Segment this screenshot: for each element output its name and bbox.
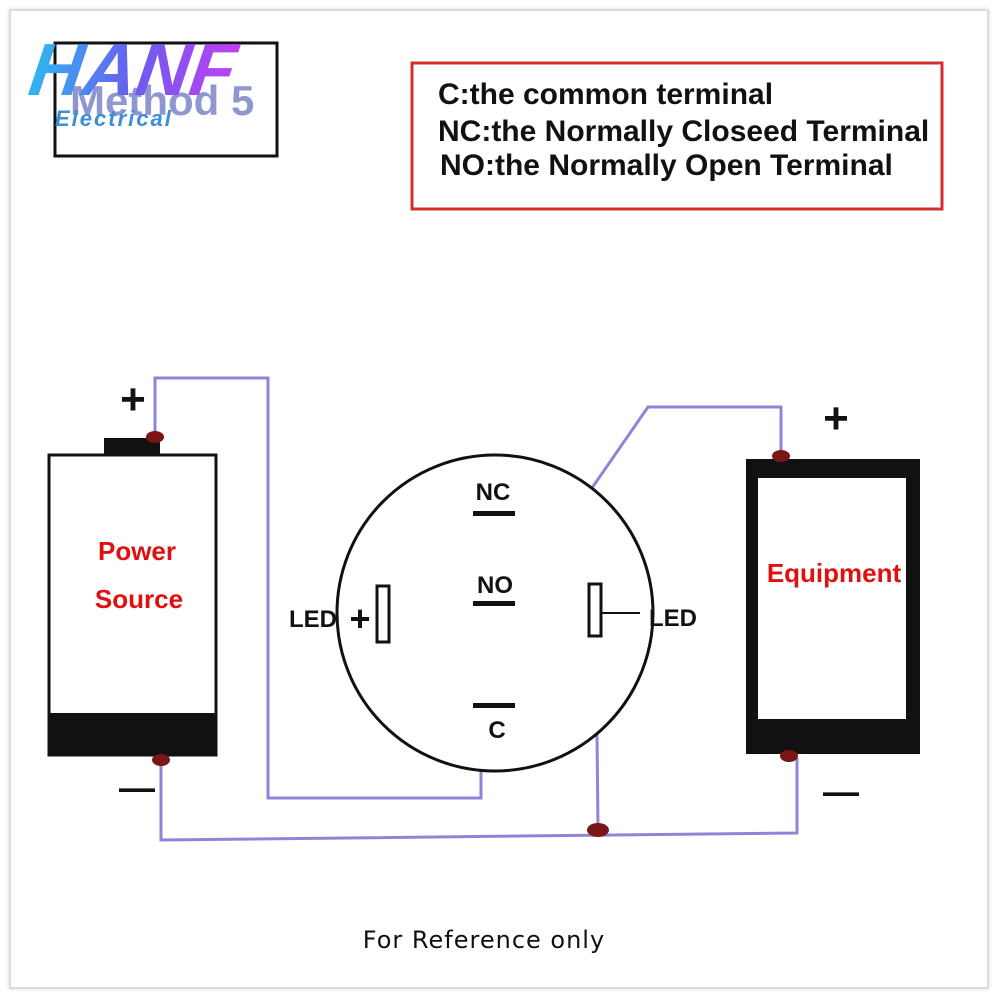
footer-note: For Reference only <box>363 926 605 954</box>
ground-junction-dot <box>587 823 609 837</box>
power-minus-symbol: — <box>119 767 155 808</box>
c-terminal <box>473 703 515 708</box>
led-right-label: LED <box>649 605 697 632</box>
equipment-plus-symbol: + <box>823 394 849 443</box>
power-source-label-line1: Power <box>98 536 176 566</box>
power-plus-symbol: + <box>120 375 146 424</box>
wire-negative-return <box>159 758 799 842</box>
legend-line-no: NO:the Normally Open Terminal <box>440 149 893 182</box>
c-label: C <box>488 717 505 744</box>
method-label: Method 5 <box>70 77 254 124</box>
led-plus-symbol: + <box>349 598 370 639</box>
legend-line-c: C:the common terminal <box>438 78 773 111</box>
legend-box <box>410 61 944 211</box>
equipment-plus-dot <box>772 450 790 462</box>
power-source-label-line2: Source <box>95 584 183 614</box>
equipment-box <box>746 459 920 754</box>
wire-power-plus-to-c <box>153 376 483 800</box>
brand-logo-subtext: Electrical <box>55 106 173 131</box>
method-box <box>53 41 279 158</box>
no-label: NO <box>477 572 513 599</box>
nc-terminal <box>473 511 515 516</box>
nc-label: NC <box>476 479 511 506</box>
switch-body <box>335 453 655 773</box>
equipment-minus-symbol: — <box>823 771 859 812</box>
led-plus-terminal <box>375 584 391 644</box>
image-frame <box>9 9 989 989</box>
power-minus-dot <box>152 754 170 766</box>
brand-logo-text: HANF <box>24 28 244 111</box>
equipment-minus-dot <box>780 750 798 762</box>
legend-line-nc: NC:the Normally Closeed Terminal <box>438 115 929 148</box>
power-source <box>47 438 218 757</box>
led-minus-terminal <box>587 582 603 638</box>
equipment-label: Equipment <box>767 558 902 588</box>
led-left-label: LED <box>289 606 337 633</box>
no-terminal <box>473 601 515 606</box>
power-plus-dot <box>146 431 164 443</box>
